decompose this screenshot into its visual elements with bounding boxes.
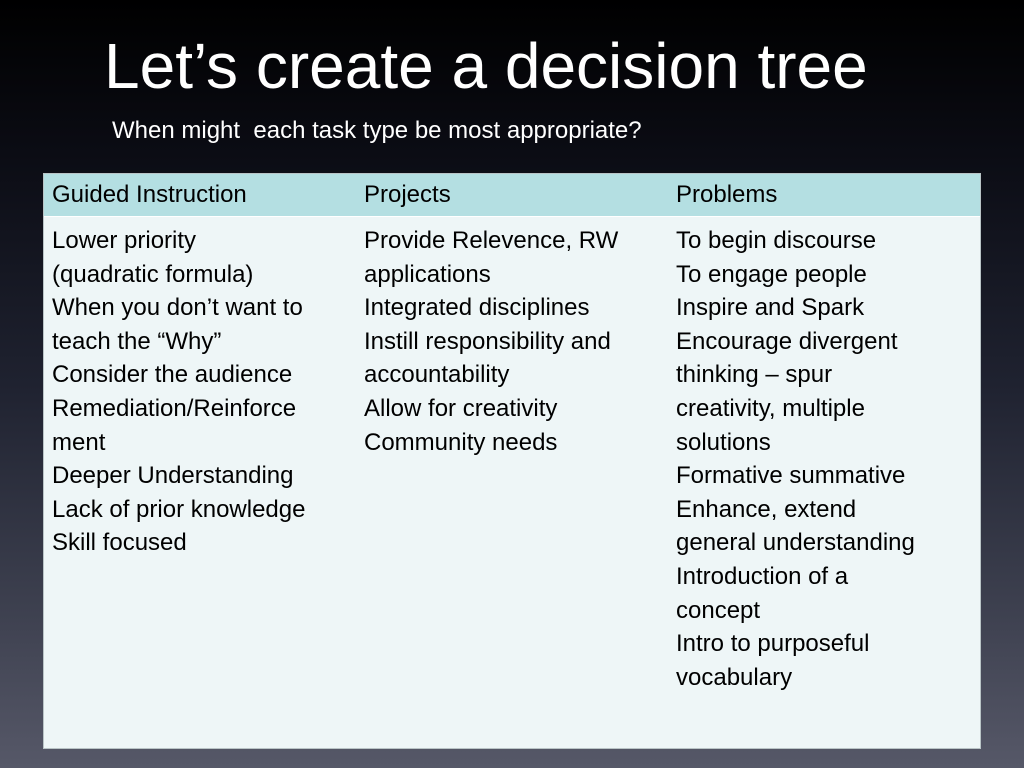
list-item: ment <box>52 428 106 456</box>
table-body-row: Lower priority (quadratic formula) When … <box>44 217 980 695</box>
list-item: Integrated disciplines <box>364 294 590 322</box>
cell-problems: To begin discourse To engage people Insp… <box>668 217 980 695</box>
list-item: Consider the audience <box>52 361 293 389</box>
list-item: Skill focused <box>52 529 187 557</box>
header-projects: Projects <box>356 174 668 217</box>
list-item: Lower priority <box>52 227 197 254</box>
list-item: thinking – spur <box>676 361 833 389</box>
header-problems: Problems <box>668 174 980 217</box>
list-item: Lack of prior knowledge <box>52 495 306 523</box>
list-item: Allow for creativity <box>364 394 558 422</box>
list-item: Community needs <box>364 428 558 456</box>
list-item: Encourage divergent <box>676 327 898 355</box>
list-item: vocabulary <box>676 663 793 691</box>
list-item: Inspire and Spark <box>676 294 865 322</box>
list-item: creativity, multiple <box>676 394 865 422</box>
list-item: Formative summative <box>676 462 906 490</box>
slide-subtitle: When might each task type be most approp… <box>112 117 642 144</box>
list-item: To begin discourse <box>676 227 877 254</box>
list-item: Remediation/Reinforce <box>52 394 297 422</box>
task-type-table: Guided Instruction Projects Problems Low… <box>43 173 981 749</box>
list-item: (quadratic formula) <box>52 260 254 288</box>
list-item: Enhance, extend <box>676 495 857 523</box>
cell-guided-instruction: Lower priority (quadratic formula) When … <box>44 217 356 695</box>
list-item: concept <box>676 596 761 624</box>
list-item: solutions <box>676 428 771 456</box>
list-item: accountability <box>364 361 510 389</box>
list-item: To engage people <box>676 260 867 288</box>
slide-title: Let’s create a decision tree <box>104 30 868 102</box>
list-item: Intro to purposeful <box>676 630 870 658</box>
list-item: applications <box>364 260 491 288</box>
list-item: Deeper Understanding <box>52 462 294 490</box>
table-header-row: Guided Instruction Projects Problems <box>44 174 980 217</box>
cell-projects: Provide Relevence, RW applications Integ… <box>356 217 668 695</box>
list-item: When you don’t want to <box>52 294 303 322</box>
list-item: general understanding <box>676 529 915 557</box>
list-item: teach the “Why” <box>52 327 222 355</box>
decision-table: Guided Instruction Projects Problems Low… <box>44 174 980 694</box>
list-item: Instill responsibility and <box>364 327 611 355</box>
list-item: Introduction of a <box>676 562 849 590</box>
header-guided-instruction: Guided Instruction <box>44 174 356 217</box>
list-item: Provide Relevence, RW <box>364 227 619 254</box>
